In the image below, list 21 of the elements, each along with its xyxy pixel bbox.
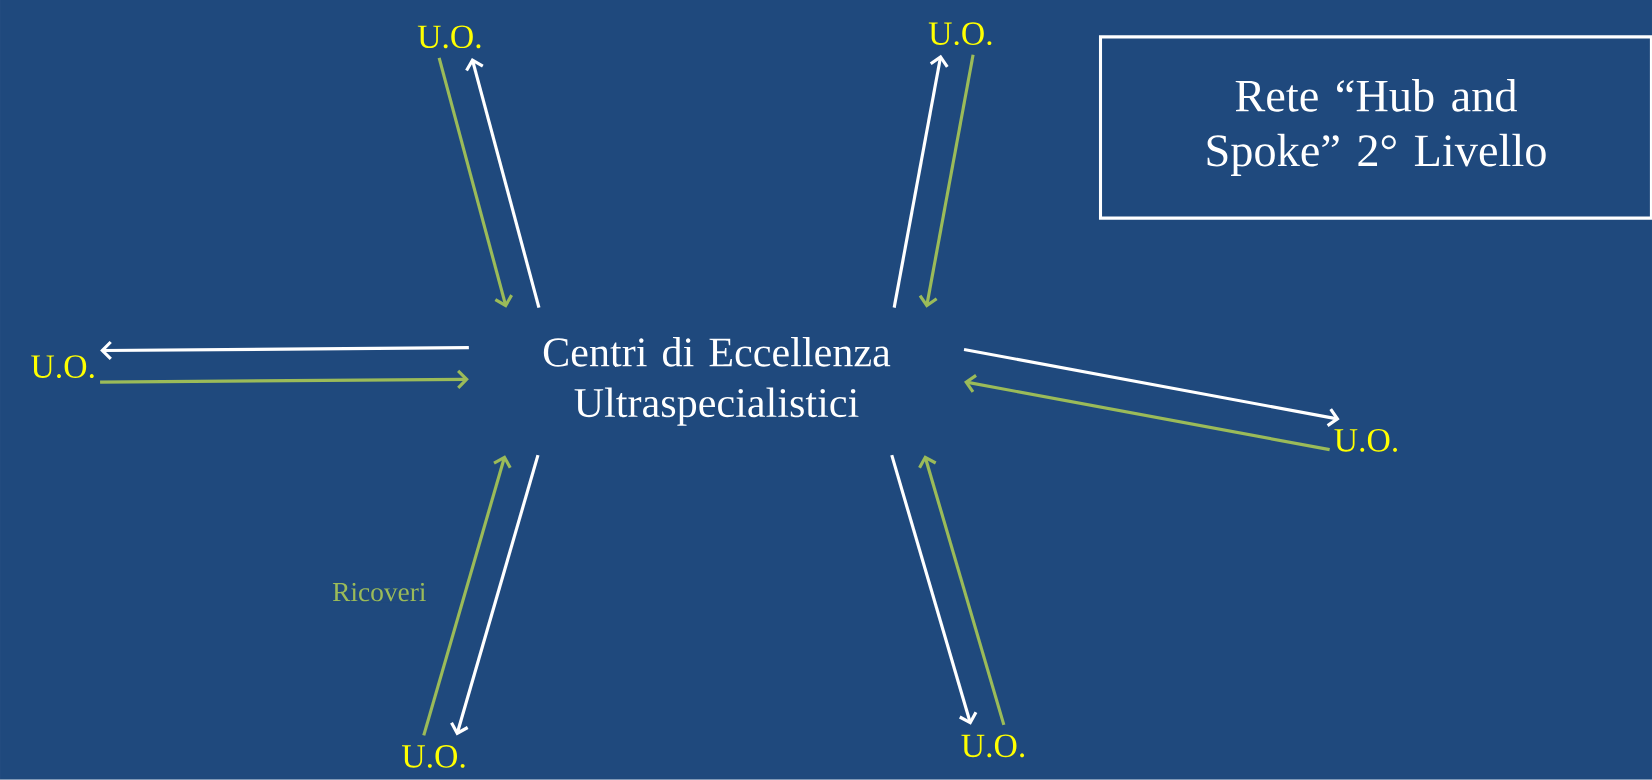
unit-label: U.O. — [961, 734, 1025, 758]
arrow — [963, 348, 1340, 428]
edge-label: Ricoveri — [331, 582, 428, 603]
arrow — [892, 54, 949, 309]
arrow — [890, 454, 978, 726]
unit-label: U.O. — [402, 745, 465, 769]
arrow — [964, 374, 1330, 452]
unit-label: U.O. — [928, 22, 992, 46]
unit-label: U.O. — [31, 355, 94, 379]
arrow — [437, 57, 513, 308]
title-box: Rete “Hub and Spoke” 2° Livello — [1098, 35, 1652, 220]
arrow — [100, 341, 469, 361]
arrow — [450, 454, 540, 736]
unit-label: U.O. — [1334, 429, 1398, 452]
arrow — [465, 58, 541, 309]
arrow — [918, 54, 975, 308]
arrow — [918, 455, 1006, 726]
arrow — [422, 455, 512, 736]
hub-label: Centri di Eccellenza Ultraspecialistici — [543, 337, 891, 426]
unit-label: U.O. — [417, 25, 481, 49]
arrow — [100, 370, 469, 390]
